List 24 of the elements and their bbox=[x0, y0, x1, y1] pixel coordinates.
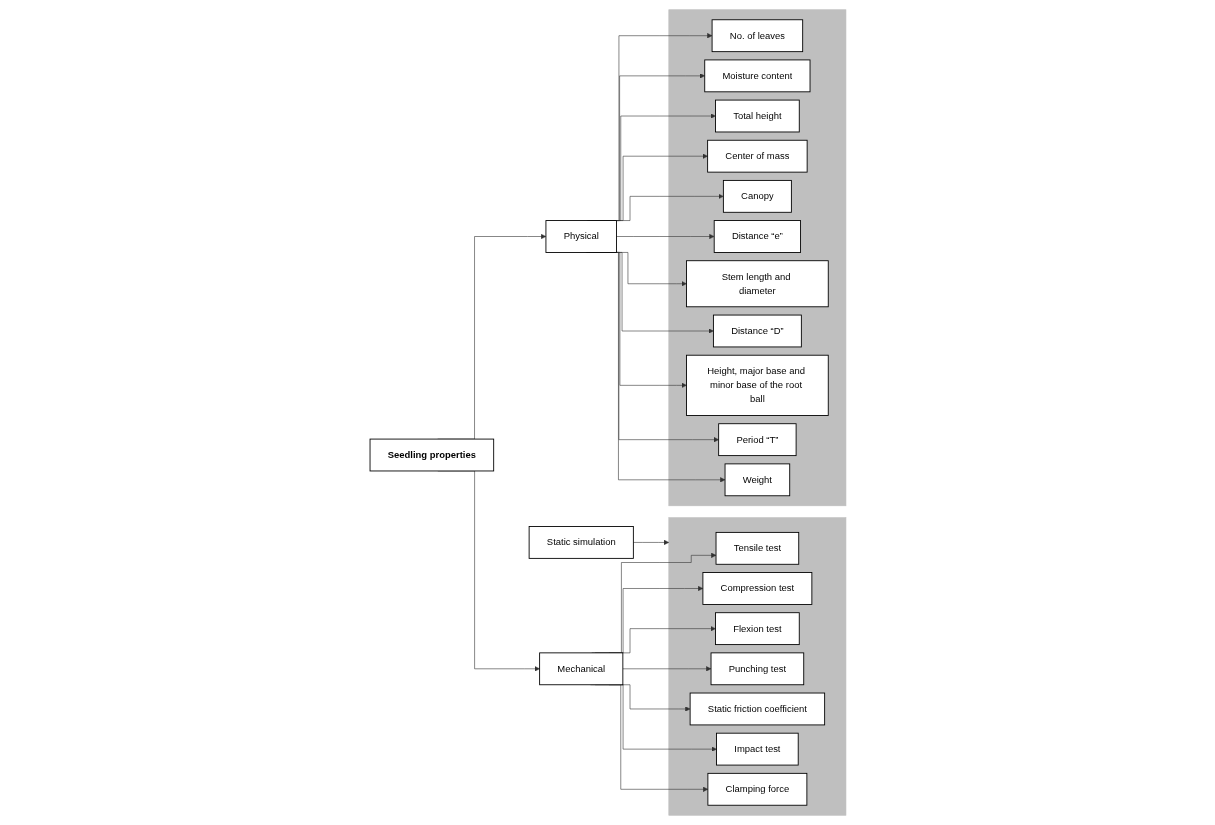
node-box: Static simulation bbox=[528, 526, 634, 559]
node-box: Weight bbox=[724, 463, 790, 497]
node-box: Moisture content bbox=[703, 59, 810, 93]
node-box: Canopy bbox=[722, 179, 792, 213]
node-box: Flexion test bbox=[714, 612, 800, 646]
node-box: Punching test bbox=[710, 652, 804, 686]
node-box: Mechanical bbox=[538, 652, 623, 686]
cluster bbox=[668, 9, 846, 507]
node-box: Stem length and diameter bbox=[685, 260, 829, 308]
node-box: Physical bbox=[545, 220, 617, 253]
node-box: Distance “e” bbox=[713, 220, 801, 253]
node-box: Clamping force bbox=[706, 772, 807, 806]
node-box: No. of leaves bbox=[711, 19, 803, 53]
node-box: Static friction coefficient bbox=[689, 692, 825, 726]
node-box: Impact test bbox=[715, 732, 799, 766]
node-box: Seedling properties bbox=[369, 438, 494, 472]
node-box: Total height bbox=[714, 99, 800, 133]
node-box: Center of mass bbox=[706, 139, 808, 173]
node-box: Period “T” bbox=[717, 423, 797, 457]
node-box: Distance “D” bbox=[712, 314, 802, 348]
cluster bbox=[668, 517, 846, 816]
node-box: Height, major base and minor base of the root ball bbox=[685, 354, 829, 416]
node-box: Compression test bbox=[701, 572, 812, 605]
node-box: Tensile test bbox=[715, 531, 799, 565]
